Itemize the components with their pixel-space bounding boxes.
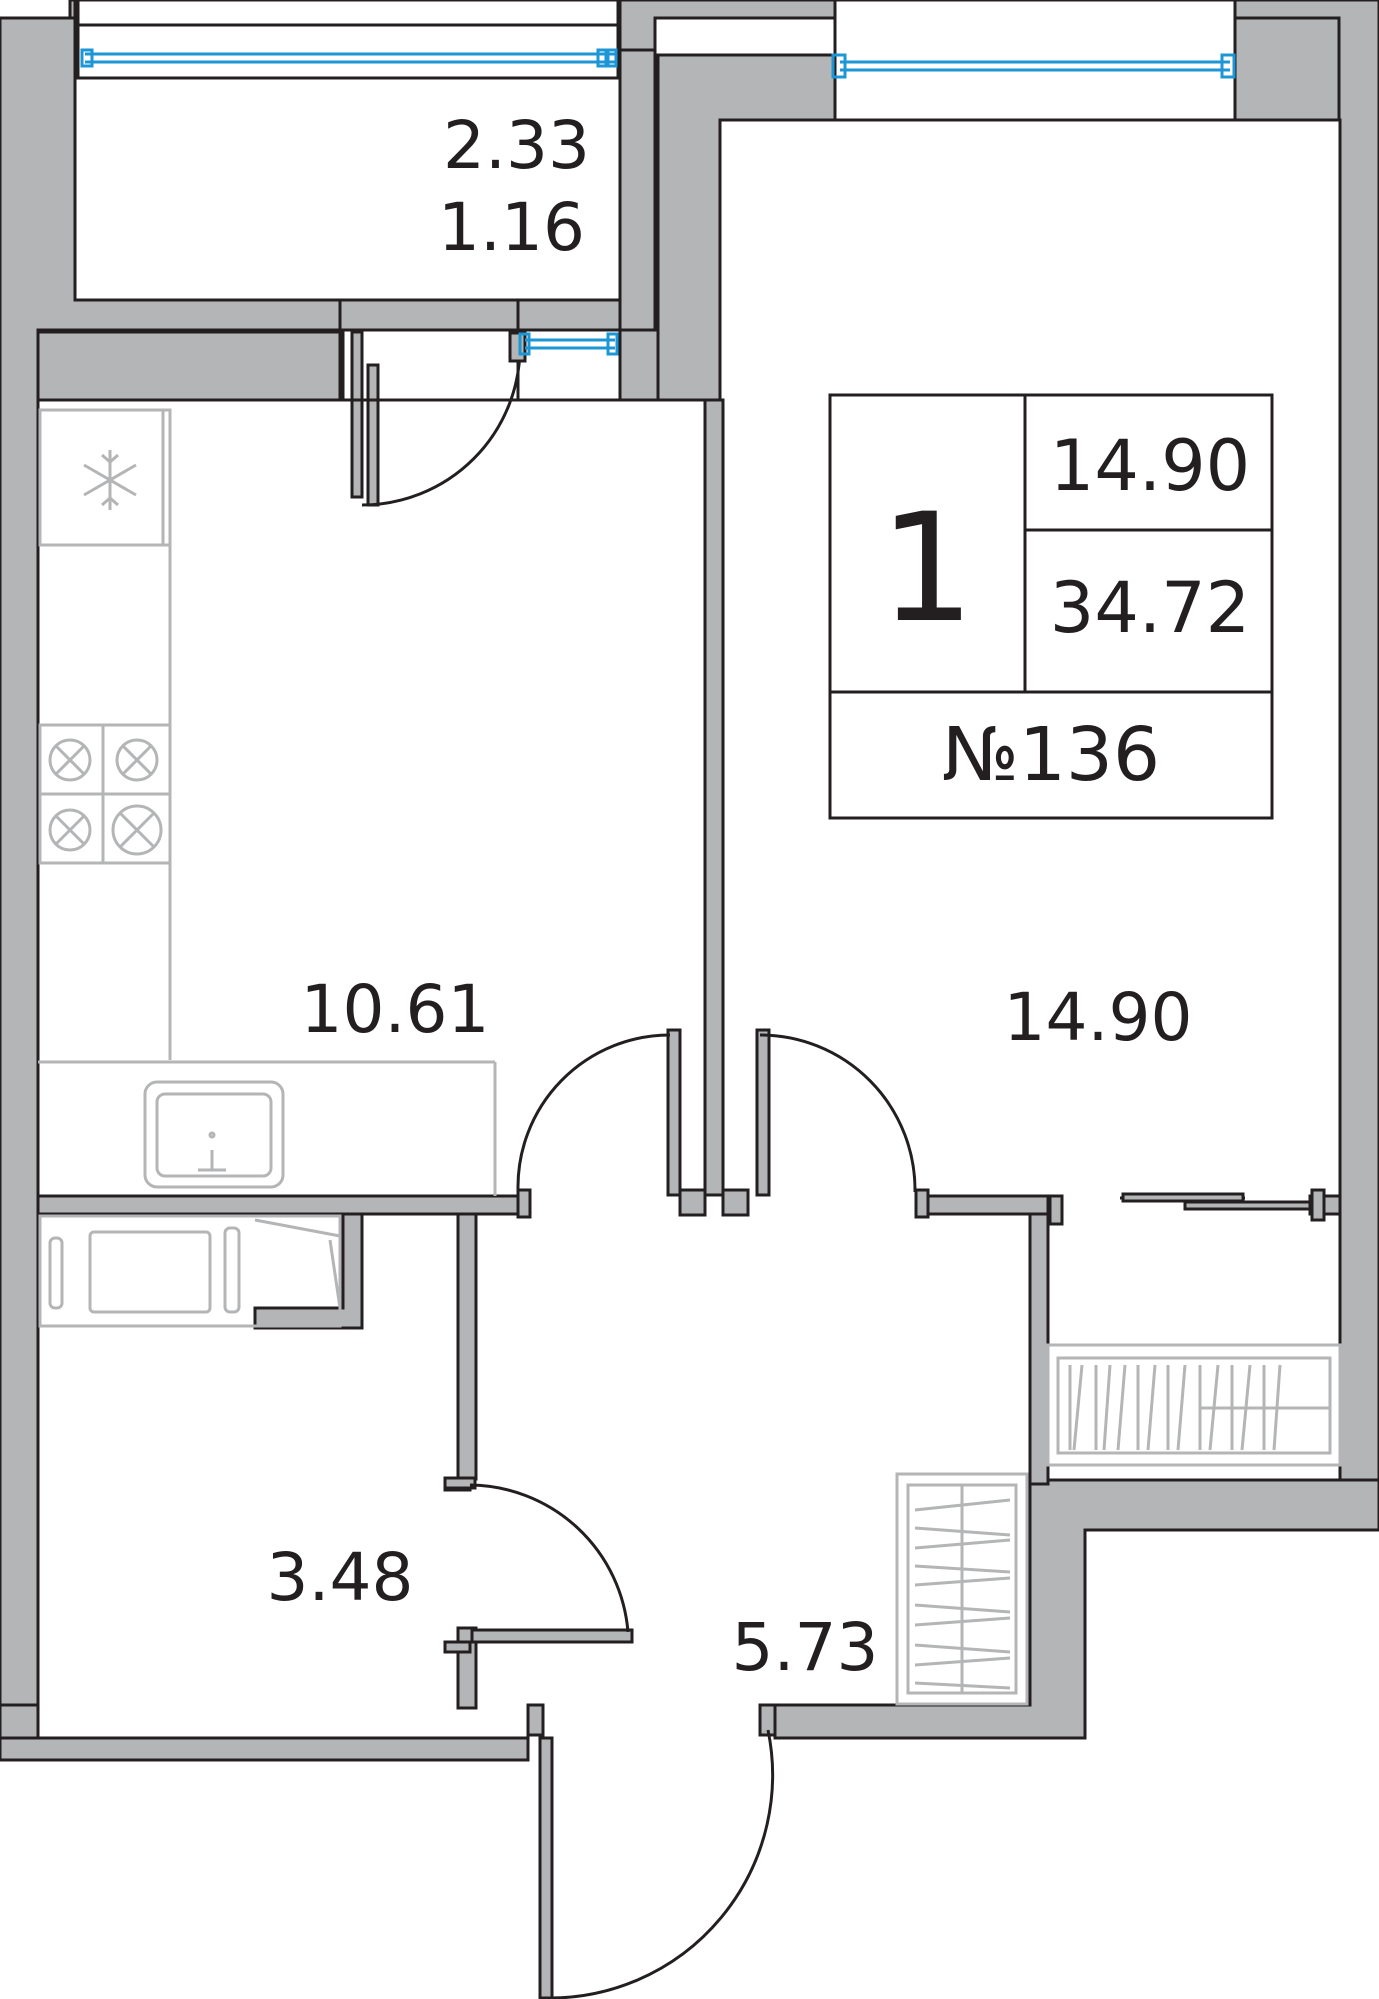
stove-icon (38, 723, 172, 865)
bathroom-area: 3.48 (267, 1539, 414, 1616)
kitchen-area: 10.61 (301, 971, 490, 1048)
living-area: 14.90 (1004, 979, 1193, 1056)
loggia-window (80, 48, 618, 68)
loggia-door (361, 346, 522, 507)
entrance-door (544, 1729, 775, 1999)
apartment-info-box: 1 14.90 34.72 №136 (828, 393, 1274, 820)
loggia-door-window (518, 332, 619, 356)
kitchen-door (516, 1033, 671, 1191)
living-window (831, 53, 1236, 79)
wardrobe-icon (1046, 1343, 1342, 1467)
furniture (38, 408, 1342, 1706)
hall-area: 5.73 (732, 1609, 879, 1686)
sink-icon (143, 1080, 285, 1189)
info-total-area: 34.72 (1050, 567, 1250, 649)
walls (0, 0, 1379, 1762)
loggia-area-reduced: 1.16 (438, 189, 585, 266)
rooms-count: 1 (879, 482, 974, 656)
snowflake-icon (38, 408, 172, 547)
living-door (759, 1033, 917, 1193)
info-living-area: 14.90 (1050, 425, 1250, 507)
loggia-area-total: 2.33 (443, 107, 590, 184)
bathtub-icon (38, 1214, 342, 1328)
doors (338, 298, 1312, 1999)
bathroom-door (469, 1483, 630, 1633)
apartment-number: №136 (942, 712, 1160, 798)
hall-wardrobe (895, 1472, 1029, 1706)
